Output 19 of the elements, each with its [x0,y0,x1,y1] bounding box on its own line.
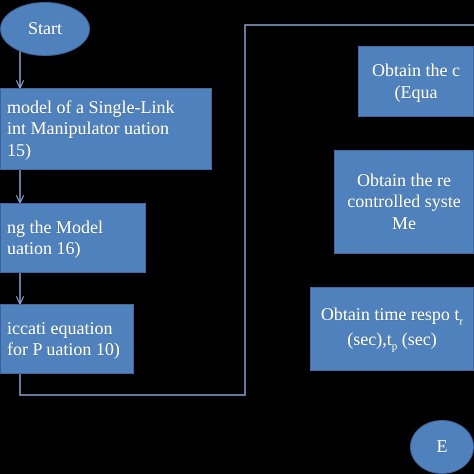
process-box [0,88,212,170]
terminal-ellipse [410,420,474,474]
step-text: Obtain the re controlled syste Me [346,170,462,234]
step-text: Obtain time respo t$_{r}$ (sec),t$_{p}$ (sec) [320,304,464,354]
step-text: model of a Single-Link int Manipulator uation 15) [7,97,176,161]
process-box [310,287,474,371]
step-text: Obtain the c (Equa [371,60,461,103]
step-text: Start [27,18,63,40]
step-text: ng the Model uation 16) [7,216,104,260]
connector-line [19,24,474,396]
step-text: E [436,436,448,458]
process-box [358,46,474,117]
arrow [16,170,24,204]
arrow [16,51,24,89]
process-box [0,203,146,273]
step-text: iccati equation for P uation 10) [7,318,121,360]
process-box [0,304,134,374]
process-box [334,150,474,254]
arrow [16,273,24,305]
